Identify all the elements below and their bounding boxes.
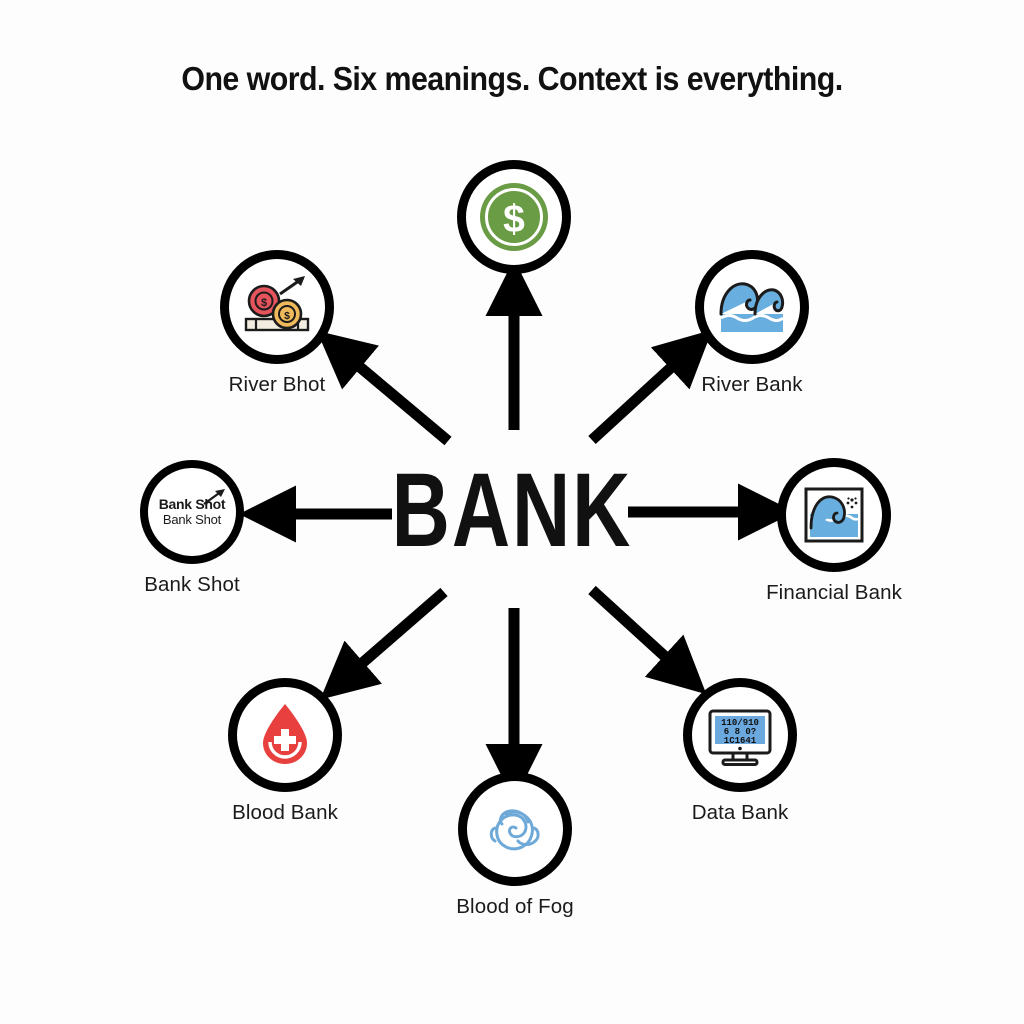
node-label: Bank Shot	[144, 573, 240, 596]
computer-monitor-binary-icon: 110/910 6 8 0? 1C1641	[708, 709, 772, 766]
node-circle: $	[457, 160, 571, 274]
node-circle	[777, 458, 891, 572]
node-circle	[695, 250, 809, 364]
ocean-wave-icon	[719, 282, 785, 332]
node-label: River Bhot	[228, 373, 326, 396]
center-word: BANK	[391, 451, 633, 569]
node-money[interactable]: $	[414, 160, 614, 283]
node-circle	[458, 772, 572, 886]
bank-shot-icon-line2: Bank Shot	[162, 511, 222, 527]
dollar-coin-icon: $	[480, 183, 548, 251]
fog-swirl-icon	[489, 809, 540, 851]
arrow-down-left	[320, 587, 448, 700]
svg-text:$: $	[503, 198, 525, 241]
page-title: One word. Six meanings. Context is every…	[181, 60, 843, 97]
screen-row-1: 110/910	[721, 718, 759, 728]
svg-text:$: $	[261, 297, 267, 309]
node-label: Blood of Fog	[456, 895, 574, 918]
node-blood-of-fog[interactable]: Blood of Fog	[415, 772, 615, 919]
node-river-bank[interactable]: River Bank	[652, 250, 852, 397]
money-growth-icon: $ $	[244, 276, 310, 332]
node-circle: $ $	[220, 250, 334, 364]
arrow-down-right	[588, 585, 707, 695]
node-label: River Bank	[701, 373, 803, 396]
node-circle: 110/910 6 8 0? 1C1641	[683, 678, 797, 792]
small-arrow-icon	[203, 489, 225, 506]
node-circle: Bank Shot Bank Shot	[140, 460, 244, 564]
node-label: Data Bank	[691, 801, 789, 824]
svg-text:$: $	[284, 310, 290, 322]
node-data-bank[interactable]: 110/910 6 8 0? 1C1641 Data Bank	[640, 678, 840, 825]
screen-row-3: 1C1641	[724, 736, 757, 746]
bank-shot-text-icon: Bank Shot Bank Shot	[150, 489, 234, 527]
blood-drop-cross-icon	[263, 704, 307, 764]
node-label: Blood Bank	[232, 801, 338, 824]
node-financial-bank[interactable]: Financial Bank	[734, 458, 934, 605]
node-bank-shot[interactable]: Bank Shot Bank Shot Bank Shot	[92, 460, 292, 597]
node-blood-bank[interactable]: Blood Bank	[185, 678, 385, 825]
screen-row-2: 6 8 0?	[724, 727, 756, 737]
node-river-bhot[interactable]: $ $ River Bhot	[177, 250, 377, 397]
framed-wave-image-icon	[804, 487, 864, 543]
node-circle	[228, 678, 342, 792]
node-label: Financial Bank	[766, 581, 902, 604]
